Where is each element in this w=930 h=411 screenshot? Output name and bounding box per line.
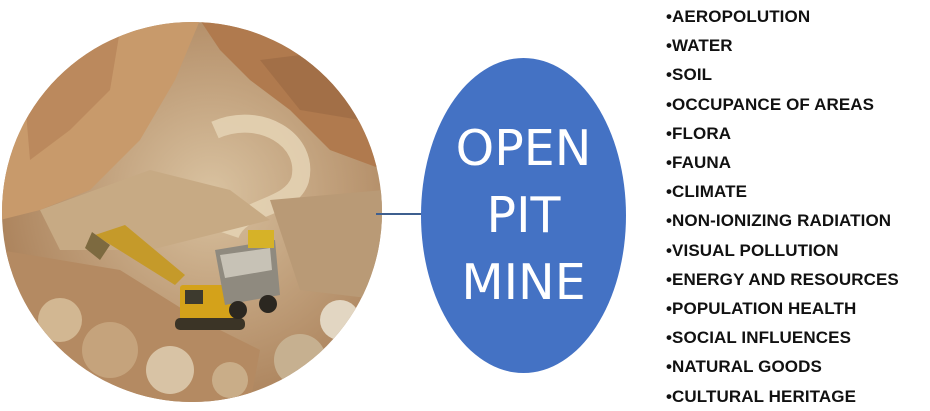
impact-item: •WATER: [666, 31, 899, 60]
center-node-line: PIT: [456, 182, 592, 249]
impact-item: •POPULATION HEALTH: [666, 294, 899, 323]
impact-list: •AEROPOLUTION •WATER •SOIL •OCCUPANCE OF…: [666, 2, 899, 411]
open-pit-mine-photo: [0, 20, 384, 404]
impact-item: •SOCIAL INFLUENCES: [666, 323, 899, 352]
impact-item: •CLIMATE: [666, 177, 899, 206]
impact-item: •SOIL: [666, 60, 899, 89]
impact-item: •FLORA: [666, 119, 899, 148]
center-node-line: MINE: [456, 249, 592, 316]
center-node-oval: OPEN PIT MINE: [421, 58, 626, 373]
impact-item: •CULTURAL HERITAGE: [666, 382, 899, 411]
impact-item: •VISUAL POLLUTION: [666, 236, 899, 265]
center-node-label: OPEN PIT MINE: [456, 115, 592, 316]
impact-item: •ENERGY AND RESOURCES: [666, 265, 899, 294]
impact-item: •OCCUPANCE OF AREAS: [666, 90, 899, 119]
connector-line: [376, 213, 422, 215]
impact-item: •NON-IONIZING RADIATION: [666, 206, 899, 235]
impact-item: •AEROPOLUTION: [666, 2, 899, 31]
impact-item: •NATURAL GOODS: [666, 352, 899, 381]
center-node-line: OPEN: [456, 115, 592, 182]
impact-item: •FAUNA: [666, 148, 899, 177]
